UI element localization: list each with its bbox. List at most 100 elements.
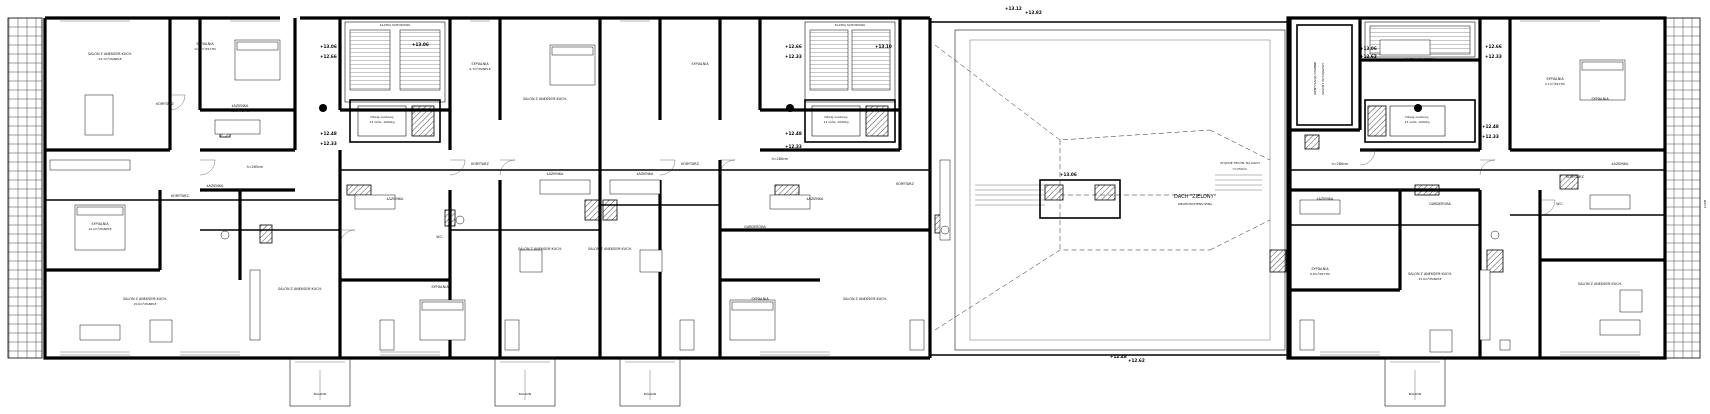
stairwell-2-steps xyxy=(809,29,849,91)
room-area: 6,8m²/PŁYTKI xyxy=(1310,272,1330,276)
facade-windows xyxy=(60,20,1640,356)
room-label: W.C. xyxy=(1556,202,1564,206)
balcony-label-2: BALKON xyxy=(519,392,531,396)
elevator-1 xyxy=(349,99,441,143)
vent-shaft-2 xyxy=(1304,134,1320,150)
elevator-2-cap: 13 osób, 1000kg xyxy=(823,120,848,124)
green-roof xyxy=(954,29,1286,351)
room-label: SALON Z ANEKSEM KUCH. xyxy=(588,247,632,251)
room-label: SYPIALNIA xyxy=(431,285,449,289)
level-markers: +13.12 +13.82 +13.06 +12.66 +13.06 +12.4… xyxy=(320,6,1502,363)
room-label: SALON Z ANEKSEM KUCH. xyxy=(123,297,167,301)
furniture xyxy=(49,39,1643,353)
level-marker: +12.66 xyxy=(1485,44,1502,49)
room-label: KORYTARZ xyxy=(471,162,489,166)
stairwell-2-steps-b xyxy=(851,29,891,91)
right-edge-mark: RZUT xyxy=(1703,200,1707,208)
room-label: SYPIALNIA xyxy=(471,62,489,66)
room-label: ŁAZIENKA xyxy=(1316,197,1334,201)
roof-label: DACH "ZIELONY" xyxy=(1174,194,1216,200)
room-label: KORYTARZ xyxy=(171,194,189,198)
room-area: 9,7m²/PANELE xyxy=(469,67,490,71)
terrace-left xyxy=(7,17,43,359)
roof-exit-height: h=250cm xyxy=(1233,167,1248,171)
room-label: SYPIALNIA xyxy=(1591,97,1609,101)
level-marker: +13.12 xyxy=(1005,6,1022,11)
roof-parapet xyxy=(930,21,1288,356)
room-label: SALON Z ANEKSEM KUCH. xyxy=(518,247,562,251)
room-label: SALON Z ANEKSEM KUCH. xyxy=(88,52,132,56)
level-marker: +13.06 xyxy=(320,44,337,49)
level-marker: +12.48 xyxy=(785,131,802,136)
level-marker: +13.82 xyxy=(1025,10,1042,15)
level-marker: +12.48 xyxy=(1110,354,1127,359)
room-label: GARDEROBA xyxy=(744,225,766,229)
room-label: ŁAZIENKA xyxy=(546,172,564,176)
room-label: SALON Z ANEKSEM KUCH. xyxy=(523,97,567,101)
room-label: SYPIALNIA xyxy=(751,297,769,301)
roof-sub-label: ZIELEŃ EKSTENSYWNA xyxy=(1178,201,1213,206)
room-label: SALON Z ANEKSEM KUCH. xyxy=(843,297,887,301)
corridor-walls-right xyxy=(1290,169,1665,226)
room-area: 24,1m²/PANELE xyxy=(98,57,121,61)
stairwell-2-label: KLATKA SCHODOWA xyxy=(835,23,866,27)
room-area: 15,6m²/PANELE xyxy=(133,302,156,306)
room-label: ŁAZIENKA xyxy=(206,184,224,188)
stairwell-1-steps-b xyxy=(399,29,441,91)
room-label: SALON Z ANEKSEM KUCH. xyxy=(1408,272,1452,276)
room-label: KORYTARZ xyxy=(681,162,699,166)
room-label: SALON Z ANEKSEM KUCH. xyxy=(1578,282,1622,286)
north-marker-2 xyxy=(786,104,794,112)
elevator-1-cap: 13 osób, 1000kg xyxy=(369,120,394,124)
roof-skylight-inner-2 xyxy=(1094,184,1116,201)
room-label: h=280cm xyxy=(1332,162,1349,166)
room-label: SYPIALNIA xyxy=(196,42,214,46)
north-marker-1 xyxy=(319,104,327,112)
room-area: 15,6m²/PANELE xyxy=(1418,277,1441,281)
room-label: h=280cm xyxy=(772,157,789,161)
room-label: ŁAZIENKA xyxy=(231,104,249,108)
level-marker: +12.66 xyxy=(320,54,337,59)
stairwell-1 xyxy=(344,21,446,103)
balconies xyxy=(289,357,1446,407)
room-labels: SALON Z ANEKSEM KUCH. 24,1m²/PANELE SYPI… xyxy=(88,42,1629,306)
stairwell-2 xyxy=(804,21,896,103)
roof-skylight-inner xyxy=(1044,184,1064,201)
level-marker: +12.62 xyxy=(1128,358,1145,363)
room-label: SYPIALNIA xyxy=(1546,77,1564,81)
duct-markers xyxy=(219,124,1579,273)
room-label: SYPIALNIA xyxy=(91,222,109,226)
room-area: 2,1m²/PŁYTKI xyxy=(1545,82,1565,86)
north-marker-3 xyxy=(1414,104,1422,112)
balcony-label-4: BALKON xyxy=(1409,392,1421,396)
room-label: h=265cm xyxy=(247,165,264,169)
level-marker: +12.66 xyxy=(785,44,802,49)
elevator-1-label: Dźwig osobowy xyxy=(370,115,393,119)
level-marker: +12.33 xyxy=(1485,54,1502,59)
stairwell-1-steps xyxy=(349,29,391,91)
room-label: W.C. xyxy=(436,235,444,239)
green-roof-inner xyxy=(969,39,1271,341)
room-label: SYPIALNIA xyxy=(691,62,709,66)
balcony-label-1: BALKON xyxy=(314,392,326,396)
level-marker: +12.62 xyxy=(1360,54,1377,59)
room-area: 12,2m²/PANELE xyxy=(88,227,111,231)
elevator-2-shaft xyxy=(865,105,889,137)
elevator-3-label: Dźwig osobowy xyxy=(1405,115,1428,119)
room-area: 4,3m²/PŁYTKI xyxy=(230,109,250,113)
elevator-3-shaft xyxy=(1367,105,1387,137)
level-marker: +13.06 xyxy=(412,42,429,47)
vent-shaft-1 xyxy=(1296,24,1353,126)
outer-wall-right-block xyxy=(1286,16,1667,360)
elevator-3 xyxy=(1364,99,1476,143)
stairwell-1-label: KLATKA SCHODOWA xyxy=(380,23,411,27)
roof-exit-label: WYJŚCIE TECHN. NA DACH xyxy=(1220,160,1260,165)
level-marker: +12.48 xyxy=(320,131,337,136)
door-swings xyxy=(169,94,1556,246)
level-marker: +13.06 xyxy=(1360,46,1377,51)
vent-shaft-label-2: SZACHT WYCIĄGOWY xyxy=(1321,63,1325,95)
level-marker: +12.33 xyxy=(320,141,337,146)
room-label: KORYTARZ xyxy=(896,182,914,186)
vent-shaft-label: WENTYLACJA OSOBNE xyxy=(1313,62,1317,95)
